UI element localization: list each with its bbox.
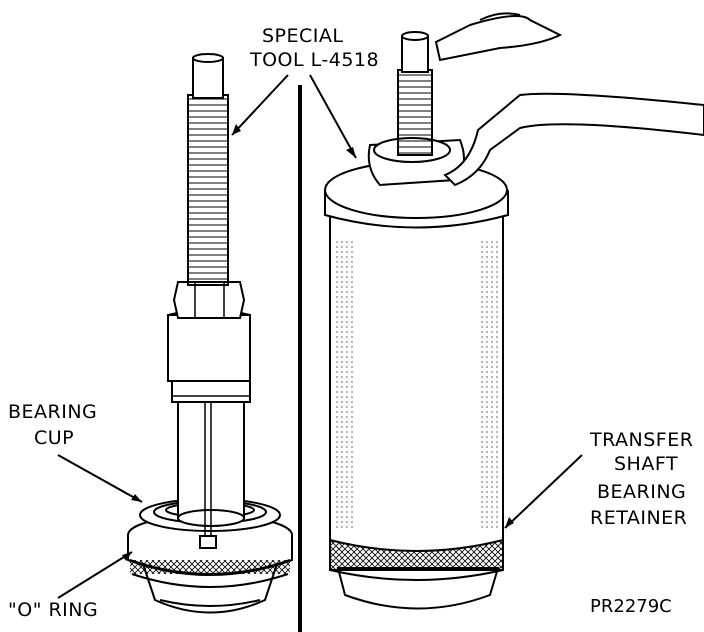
label-transfer-1: TRANSFER	[589, 429, 693, 451]
leader-transfer-retainer	[504, 454, 583, 529]
leader-lines	[57, 74, 583, 599]
leader-special-tool-right	[309, 74, 357, 159]
arrowheads	[122, 124, 514, 561]
right-retainer-assembly	[324, 12, 704, 610]
leader-bearing-cup	[57, 454, 143, 503]
label-o-ring: "O" RING	[8, 599, 98, 621]
wrench	[443, 92, 704, 187]
figure-code: PR2279C	[590, 596, 672, 617]
label-transfer-4: RETAINER	[590, 507, 687, 529]
label-special-tool-2: TOOL L-4518	[249, 49, 379, 71]
label-bearing-cup-2: CUP	[34, 427, 74, 449]
label-transfer-3: BEARING	[597, 481, 686, 503]
leader-o-ring	[57, 551, 133, 599]
label-transfer-2: SHAFT	[614, 453, 678, 475]
label-special-tool-1: SPECIAL	[262, 25, 343, 47]
label-bearing-cup-1: BEARING	[8, 401, 97, 423]
leader-special-tool-left	[231, 74, 289, 136]
left-tool-assembly	[127, 53, 293, 614]
